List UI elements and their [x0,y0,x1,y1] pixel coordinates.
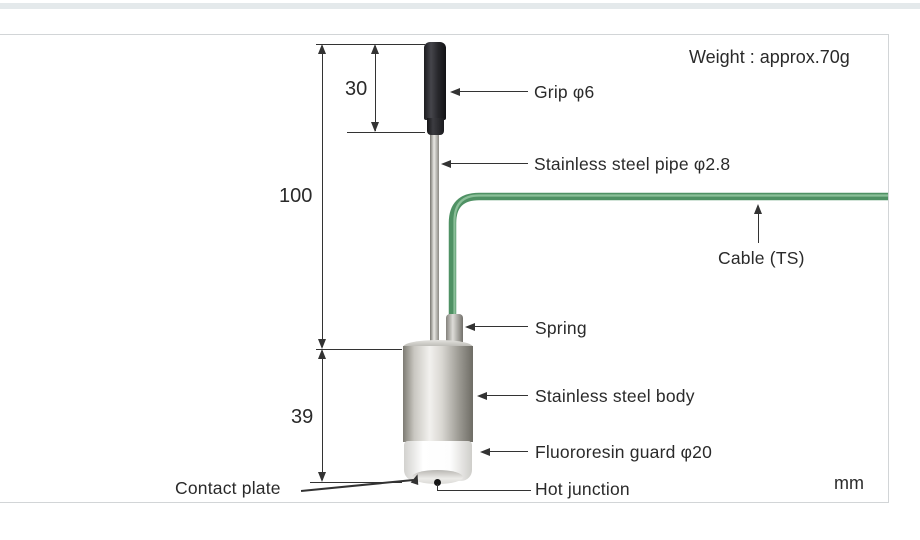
unit-label: mm [834,473,864,493]
dim-30-arrow-top-icon [371,44,379,54]
diagram-panel-border [0,34,889,503]
stainless-steel-pipe [430,133,439,350]
dim-100-arrow-top-icon [318,44,326,54]
dim-value-30: 30 [345,78,368,100]
spring-label: Spring [535,318,587,338]
hot-junction-leader-stub [436,484,438,491]
spring-leader-line [473,325,528,327]
grip-label: Grip φ6 [534,82,595,102]
dim-line-30 [374,46,376,131]
dim-value-100: 100 [279,185,313,207]
body-label: Stainless steel body [535,386,695,406]
hot-junction-leader-line [436,489,531,491]
contact-plate-label: Contact plate [175,478,281,498]
contact-plate-face [412,470,463,484]
dim-line-39 [321,351,323,480]
cable-leader-line [757,212,759,243]
cable-label: Cable (TS) [718,248,805,268]
stainless-steel-body [403,346,473,442]
ext-line-body-top [316,348,402,350]
cable-arrow-icon [754,204,762,214]
spring [446,314,463,348]
weight-note: Weight : approx.70g [689,47,850,67]
grip-leader-line [458,90,528,92]
guard-leader-line [488,450,528,452]
cable-highlight-stroke [453,194,888,316]
pipe-leader-line [449,162,528,164]
page-top-band [0,3,920,9]
cable-stroke [448,192,888,316]
body-leader-line [485,394,528,396]
grip-ferrule [427,118,444,135]
dim-39-arrow-top-icon [318,349,326,359]
pipe-label: Stainless steel pipe φ2.8 [534,154,731,174]
pipe-arrow-icon [441,159,451,168]
body-arrow-icon [477,391,487,400]
dim-39-arrow-bottom-icon [318,472,326,482]
ext-line-top [316,43,425,45]
hot-junction-dot [433,479,441,486]
dim-line-100 [321,46,323,347]
guard-arrow-icon [480,447,490,456]
ext-line-grip-bottom [347,131,425,133]
grip [424,42,446,120]
spring-arrow-icon [465,322,475,331]
hot-junction-label: Hot junction [535,479,630,499]
dim-value-39: 39 [291,406,314,428]
grip-arrow-icon [450,87,460,96]
dim-30-arrow-bottom-icon [371,122,379,132]
ext-line-body-bottom [310,481,402,483]
dim-100-arrow-bottom-icon [318,339,326,349]
guard-label: Fluororesin guard φ20 [535,442,713,462]
